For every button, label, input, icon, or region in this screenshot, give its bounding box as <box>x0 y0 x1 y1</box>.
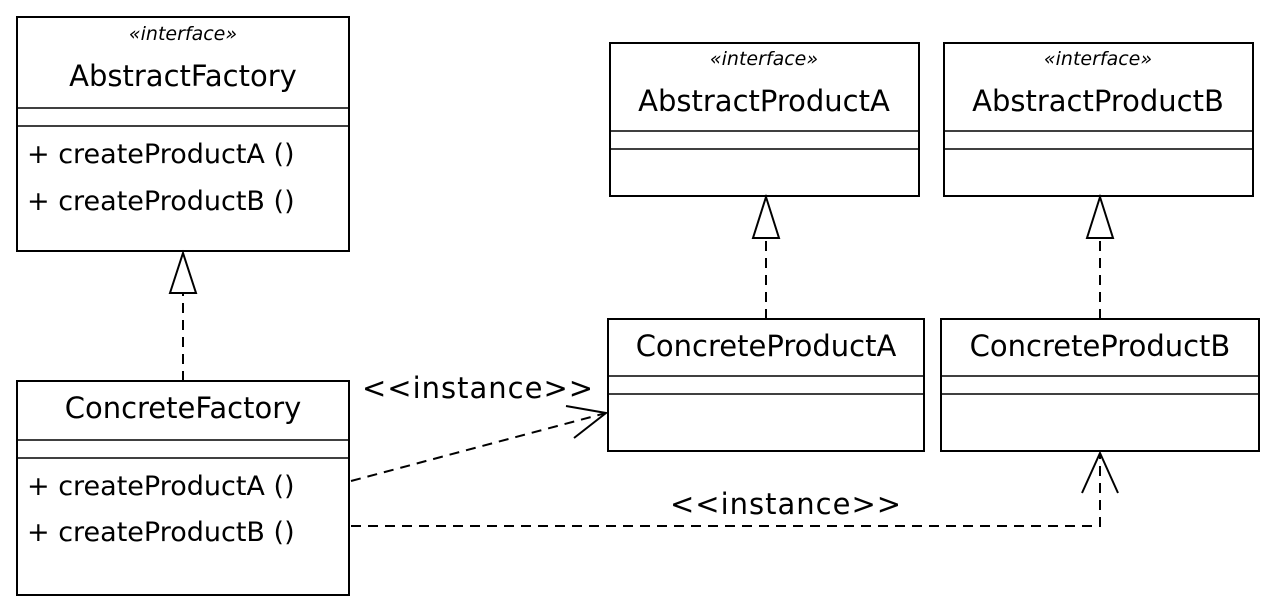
class-abstract-product-a[interactable]: «interface» AbstractProductA <box>609 42 920 197</box>
hollow-triangle-arrowhead-icon <box>1085 193 1115 239</box>
open-arrowhead-icon <box>565 405 609 439</box>
concrete-factory-op-create-b: + createProductB () <box>27 517 295 548</box>
abstract-product-a-name: AbstractProductA <box>638 84 890 118</box>
abstract-product-a-stereotype: «interface» <box>710 48 818 70</box>
dependency-instance-product-b: <<instance>> <box>351 450 1119 527</box>
abstract-product-b-name: AbstractProductB <box>972 84 1224 118</box>
hollow-triangle-arrowhead-icon <box>751 193 781 239</box>
abstract-factory-name: AbstractFactory <box>69 59 297 93</box>
concrete-product-a-name: ConcreteProductA <box>636 329 897 363</box>
realization-concrete-factory-to-abstract-factory <box>168 249 198 381</box>
class-concrete-product-b[interactable]: ConcreteProductB <box>940 318 1260 452</box>
class-concrete-factory[interactable]: ConcreteFactory + createProductA () + cr… <box>16 380 350 596</box>
abstract-factory-op-create-b: + createProductB () <box>27 186 295 217</box>
concrete-factory-op-create-a: + createProductA () <box>27 471 295 502</box>
instance-label-a: <<instance>> <box>362 371 594 405</box>
realization-concrete-product-b-to-abstract-product-b <box>1085 193 1115 319</box>
realization-concrete-product-a-to-abstract-product-a <box>751 193 781 319</box>
open-arrowhead-icon <box>1081 450 1119 494</box>
instance-label-b: <<instance>> <box>670 487 902 521</box>
hollow-triangle-arrowhead-icon <box>168 249 198 294</box>
abstract-factory-op-create-a: + createProductA () <box>27 139 295 170</box>
class-abstract-factory[interactable]: «interface» AbstractFactory + createProd… <box>16 16 350 252</box>
abstract-factory-stereotype: «interface» <box>129 23 237 45</box>
class-concrete-product-a[interactable]: ConcreteProductA <box>607 318 925 452</box>
dependency-instance-product-a: <<instance>> <box>350 371 609 482</box>
abstract-product-b-stereotype: «interface» <box>1044 48 1152 70</box>
class-abstract-product-b[interactable]: «interface» AbstractProductB <box>943 42 1254 197</box>
concrete-factory-name: ConcreteFactory <box>65 391 302 425</box>
concrete-product-b-name: ConcreteProductB <box>970 329 1231 363</box>
